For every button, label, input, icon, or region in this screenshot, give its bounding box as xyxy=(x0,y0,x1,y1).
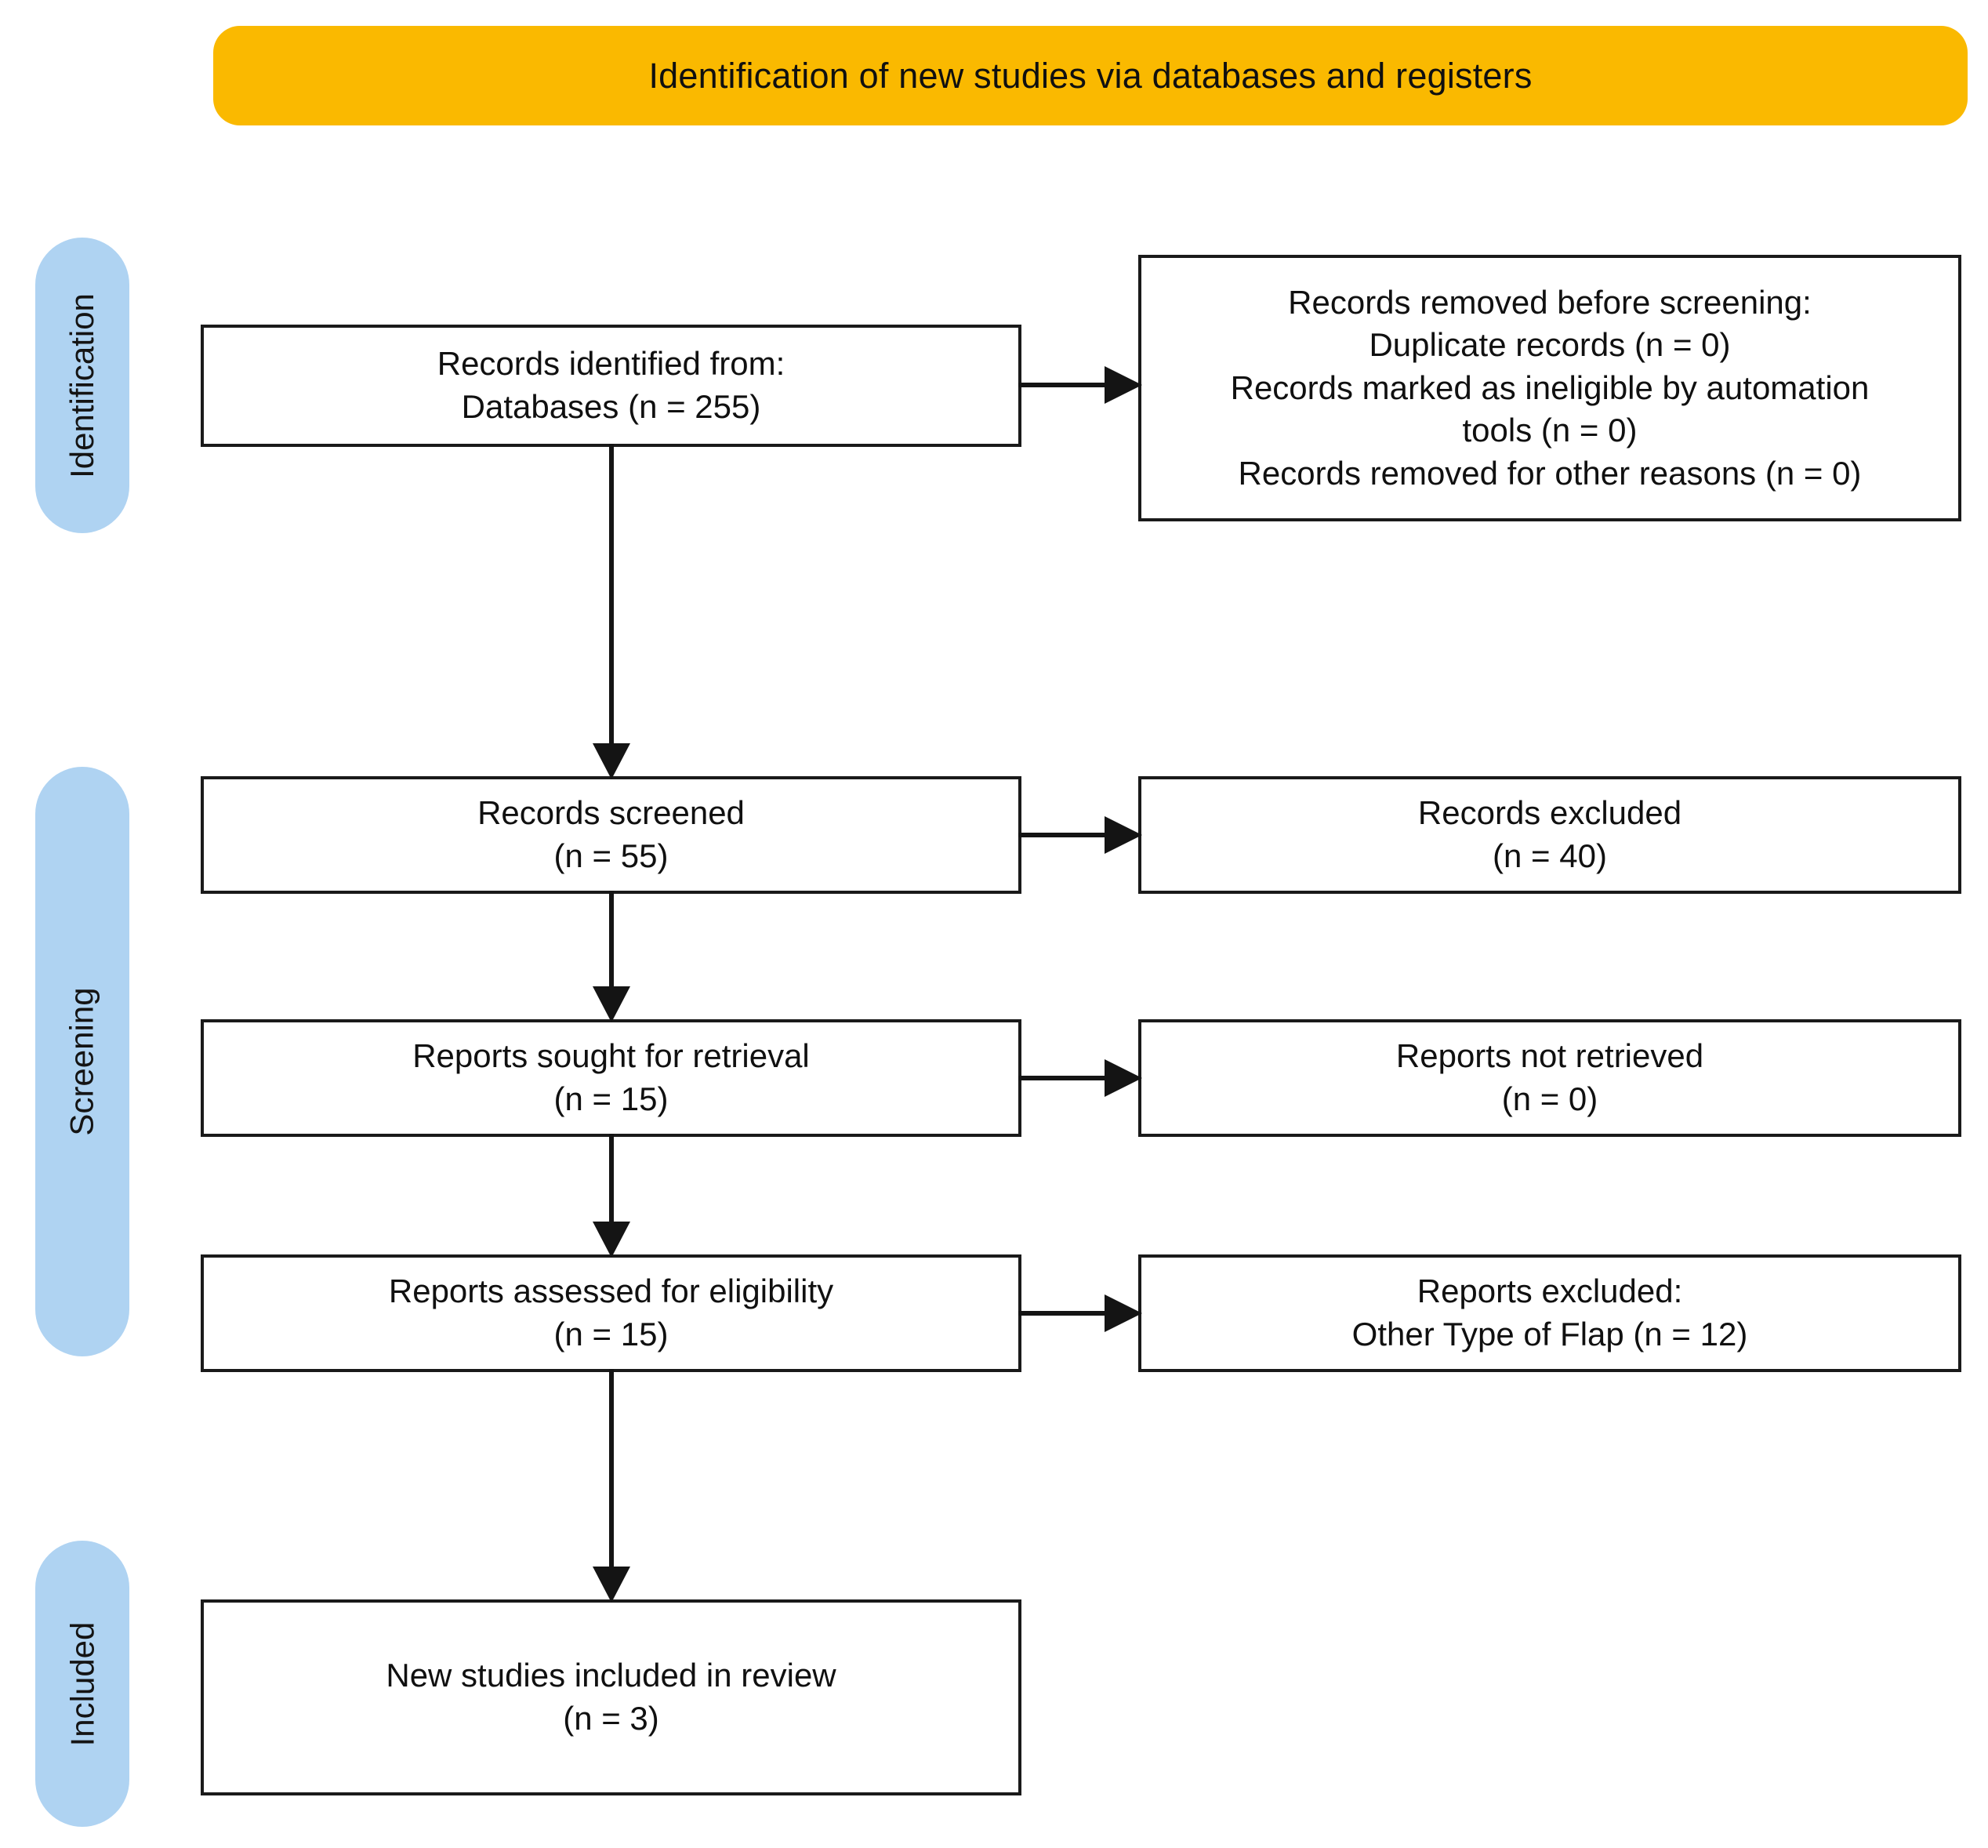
arrow-sought-to-assessed xyxy=(583,1134,640,1259)
box-records-screened-line2: (n = 55) xyxy=(553,837,669,874)
box-records-excluded: Records excluded (n = 40) xyxy=(1138,776,1961,894)
box-reports-excluded-line1: Reports excluded: xyxy=(1417,1273,1683,1310)
box-records-removed-line5: Records removed for other reasons (n = 0… xyxy=(1238,454,1862,492)
box-records-identified: Records identified from: Databases (n = … xyxy=(201,325,1021,447)
arrow-assessed-to-reports-excluded xyxy=(1018,1285,1144,1342)
box-records-removed-before-screening: Records removed before screening: Duplic… xyxy=(1138,255,1961,521)
stage-pill-identification: Identification xyxy=(35,238,129,533)
box-reports-sought-for-retrieval: Reports sought for retrieval (n = 15) xyxy=(201,1019,1021,1137)
arrow-identified-to-screened xyxy=(583,444,640,781)
box-reports-assessed-line2: (n = 15) xyxy=(553,1316,669,1352)
box-records-excluded-line1: Records excluded xyxy=(1417,794,1682,832)
stage-label-screening: Screening xyxy=(63,987,100,1136)
arrow-screened-to-sought xyxy=(583,891,640,1024)
diagram-title: Identification of new studies via databa… xyxy=(648,55,1533,96)
box-reports-not-retrieved: Reports not retrieved (n = 0) xyxy=(1138,1019,1961,1137)
stage-pill-included: Included xyxy=(35,1541,129,1827)
box-reports-sought-line2: (n = 15) xyxy=(553,1080,669,1117)
box-reports-sought-line1: Reports sought for retrieval xyxy=(412,1037,810,1075)
box-reports-excluded: Reports excluded: Other Type of Flap (n … xyxy=(1138,1254,1961,1372)
box-records-removed-line3: Records marked as ineligible by automati… xyxy=(1230,369,1870,406)
box-new-studies-included-line1: New studies included in review xyxy=(386,1657,836,1694)
arrow-assessed-to-included xyxy=(583,1369,640,1604)
stage-label-included: Included xyxy=(63,1621,101,1746)
stage-label-identification: Identification xyxy=(63,292,101,478)
box-records-identified-line1: Records identified from: xyxy=(437,345,785,383)
box-reports-assessed-line1: Reports assessed for eligibility xyxy=(388,1273,834,1310)
box-records-excluded-line2: (n = 40) xyxy=(1493,837,1607,874)
box-reports-assessed-for-eligibility: Reports assessed for eligibility (n = 15… xyxy=(201,1254,1021,1372)
diagram-header-banner: Identification of new studies via databa… xyxy=(213,26,1968,125)
box-records-removed-line2: Duplicate records (n = 0) xyxy=(1369,326,1731,364)
box-records-screened-line1: Records screened xyxy=(477,794,745,832)
box-reports-excluded-line2: Other Type of Flap (n = 12) xyxy=(1351,1316,1748,1352)
box-records-removed-line1: Records removed before screening: xyxy=(1288,283,1812,321)
arrow-sought-to-not-retrieved xyxy=(1018,1050,1144,1106)
box-records-screened: Records screened (n = 55) xyxy=(201,776,1021,894)
arrow-identified-to-removed xyxy=(1018,357,1144,413)
arrow-screened-to-excluded xyxy=(1018,807,1144,863)
box-reports-not-retrieved-line2: (n = 0) xyxy=(1501,1080,1598,1117)
box-new-studies-included-line2: (n = 3) xyxy=(563,1700,659,1737)
stage-pill-screening: Screening xyxy=(35,767,129,1356)
box-records-identified-line2: Databases (n = 255) xyxy=(461,388,761,425)
box-reports-not-retrieved-line1: Reports not retrieved xyxy=(1395,1037,1704,1075)
box-records-removed-line4: tools (n = 0) xyxy=(1462,412,1638,449)
box-new-studies-included: New studies included in review (n = 3) xyxy=(201,1599,1021,1795)
